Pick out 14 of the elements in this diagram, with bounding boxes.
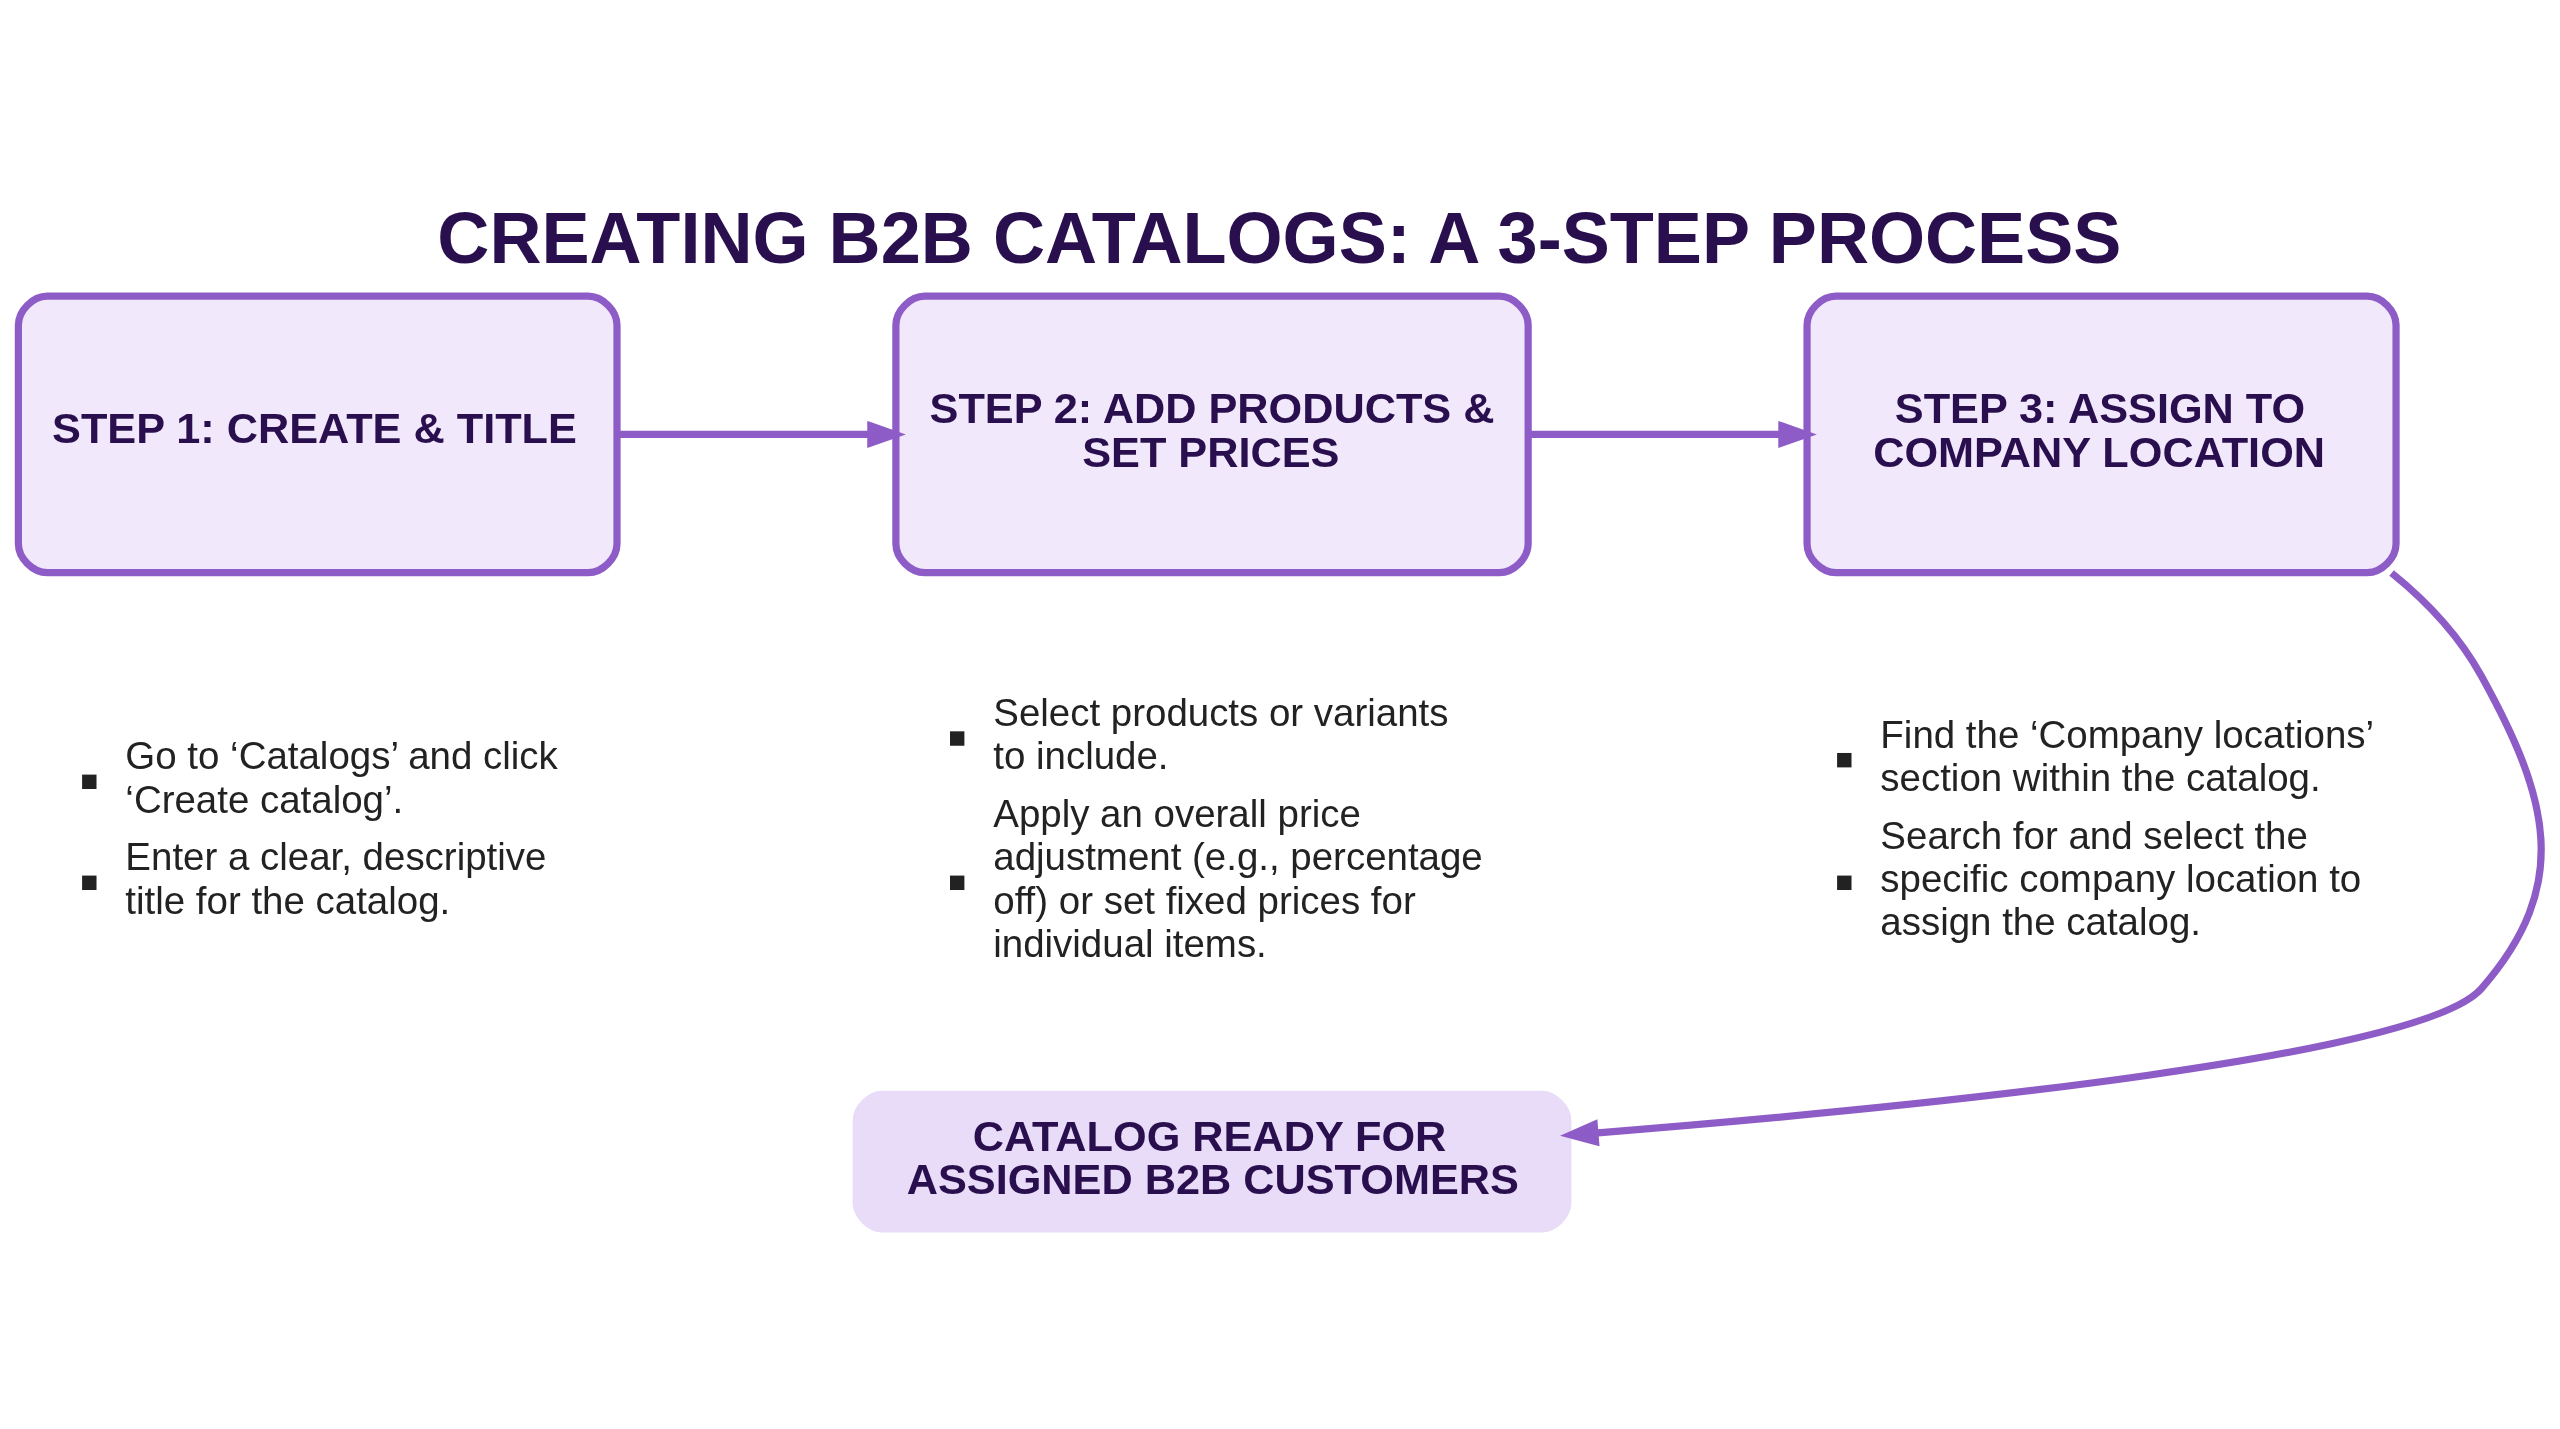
node-label: Go to ‘Catalogs’ and click ‘Create catalog’. bbox=[125, 734, 558, 821]
arrow bbox=[617, 420, 906, 448]
node-box: STEP 3: ASSIGN TO COMPANY LOCATION bbox=[1803, 292, 2400, 577]
node-label: Apply an overall price adjustment (e.g., percentage off) or set fixed prices for individual items. bbox=[993, 792, 1483, 965]
diagram-title: CREATING B2B CATALOGS: A 3-STEP PROCESS bbox=[437, 197, 2122, 278]
node-box: STEP 1: CREATE & TITLE bbox=[14, 292, 621, 577]
node-box: CATALOG READY FOR ASSIGNED B2B CUSTOMERS bbox=[852, 1090, 1572, 1233]
node-box: STEP 2: ADD PRODUCTS & SET PRICES bbox=[892, 292, 1532, 577]
node-label: Select products or variants to include. bbox=[993, 691, 1449, 778]
arrow bbox=[1560, 570, 2545, 1147]
node-label: Find the ‘Company locations’ section within the catalog. bbox=[1880, 712, 2375, 799]
arrow bbox=[1528, 420, 1817, 448]
node-label: Search for and select the specific company location to assign the catalog. bbox=[1880, 813, 2362, 944]
node-label: Enter a clear, descriptive title for the catalog. bbox=[125, 835, 547, 922]
